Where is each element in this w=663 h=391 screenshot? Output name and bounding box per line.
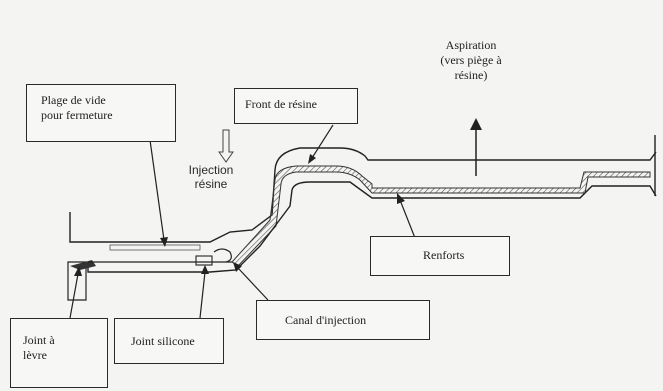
- label-canal: Canal d'injection: [285, 313, 367, 327]
- box-renforts: Renforts: [370, 236, 510, 276]
- leader-plage-vide: [149, 139, 165, 241]
- injection-channel-loop: [213, 248, 232, 263]
- box-plage-vide: Plage de vide pour fermeture: [26, 84, 176, 142]
- box-joint-levre: Joint à lèvre: [10, 318, 108, 388]
- leader-canal: [237, 267, 269, 301]
- silicone-seal-rect: [195, 255, 213, 266]
- lower-mold-outline: [87, 181, 657, 273]
- aspiration-arrow-head: [470, 118, 482, 130]
- leader-renforts: [399, 199, 416, 239]
- leader-joint-levre: [69, 273, 79, 319]
- box-front-resine: Front de résine: [234, 88, 358, 124]
- leader-front-resine: [311, 124, 334, 159]
- label-joint-silicone: Joint silicone: [131, 334, 195, 348]
- lip-seal-shape: [67, 261, 87, 301]
- label-joint-levre: Joint à lèvre: [23, 333, 55, 362]
- injection-arrow: [218, 129, 234, 163]
- leader-joint-levre-head: [74, 266, 82, 276]
- label-injection: Injection résine: [188, 163, 234, 191]
- leader-renforts-head: [397, 193, 405, 204]
- leader-joint-silicone-head: [201, 265, 209, 274]
- vacuum-channel: [109, 244, 201, 251]
- leader-plage-vide-head: [160, 237, 168, 247]
- leader-front-resine-head: [308, 154, 316, 164]
- leader-canal-head: [233, 262, 242, 272]
- leader-joint-silicone: [199, 271, 206, 319]
- label-front-resine: Front de résine: [245, 97, 317, 111]
- label-aspiration: Aspiration (vers piège à résine): [440, 38, 502, 82]
- label-plage-vide: Plage de vide pour fermeture: [41, 93, 113, 122]
- resin-layer: [231, 165, 651, 267]
- label-renforts: Renforts: [423, 248, 465, 262]
- box-canal: Canal d'injection: [256, 300, 430, 340]
- box-joint-silicone: Joint silicone: [114, 318, 224, 364]
